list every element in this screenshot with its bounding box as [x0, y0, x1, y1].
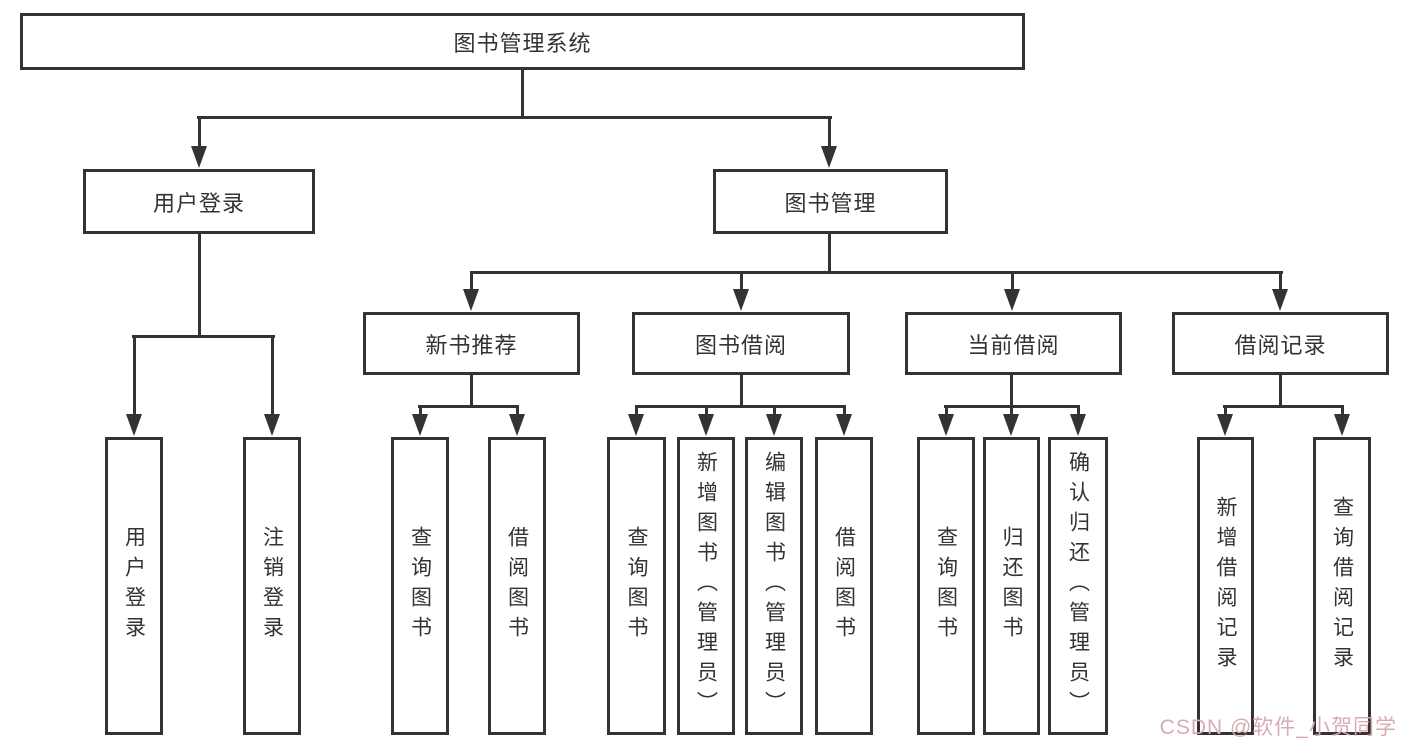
connector-leaf-stem [1341, 405, 1344, 419]
arrowhead-down-icon [463, 289, 479, 311]
connector-leaf-stem [516, 405, 519, 419]
connector-leaf-stem [635, 405, 638, 419]
node-borrow-record: 借阅记录 [1172, 312, 1389, 375]
connector-leaf-stem [271, 335, 274, 415]
leaf-record-query: 查询借阅记录 [1313, 437, 1371, 735]
connector-l3-stem [1011, 271, 1014, 293]
connector-leaf-stem [133, 335, 136, 415]
connector-leaf-stem [705, 405, 708, 419]
connector-userlogin-hline [132, 335, 275, 338]
connector-l3-stem [740, 271, 743, 293]
connector-userlogin-stem [198, 116, 201, 152]
arrowhead-down-icon [628, 414, 644, 436]
arrowhead-down-icon [1334, 414, 1350, 436]
arrowhead-down-icon [264, 414, 280, 436]
leaf-logout: 注销登录 [243, 437, 301, 735]
arrowhead-down-icon [733, 289, 749, 311]
node-new-book-recommend: 新书推荐 [363, 312, 580, 375]
arrowhead-down-icon [412, 414, 428, 436]
leaf-current-return: 归还图书 [983, 437, 1040, 735]
arrowhead-down-icon [766, 414, 782, 436]
leaf-newbook-borrow: 借阅图书 [488, 437, 546, 735]
leaf-borrow-add: 新增图书（管理员） [677, 437, 735, 735]
connector-borrow-hline [635, 405, 846, 408]
connector-current-down [1010, 374, 1013, 407]
connector-newbook-hline [418, 405, 519, 408]
connector-bookmgmt-down [828, 234, 831, 274]
leaf-current-confirm: 确认归还（管理员） [1048, 437, 1108, 735]
leaf-user-login: 用户登录 [105, 437, 163, 735]
leaf-current-query: 查询图书 [917, 437, 975, 735]
arrowhead-down-icon [821, 146, 837, 168]
arrowhead-down-icon [938, 414, 954, 436]
arrowhead-down-icon [1217, 414, 1233, 436]
connector-borrow-down [740, 374, 743, 407]
connector-record-hline [1223, 405, 1344, 408]
connector-leaf-stem [843, 405, 846, 419]
connector-leaf-stem [1077, 405, 1080, 419]
leaf-newbook-query: 查询图书 [391, 437, 449, 735]
arrowhead-down-icon [509, 414, 525, 436]
connector-l3-stem [1279, 271, 1282, 293]
connector-level1-hline [197, 116, 832, 119]
arrowhead-down-icon [1070, 414, 1086, 436]
connector-leaf-stem [945, 405, 948, 419]
connector-bookmgmt-stem [828, 116, 831, 152]
arrowhead-down-icon [1003, 414, 1019, 436]
connector-l3-stem [470, 271, 473, 293]
connector-userlogin-down [198, 234, 201, 336]
arrowhead-down-icon [1272, 289, 1288, 311]
leaf-record-add: 新增借阅记录 [1197, 437, 1254, 735]
leaf-borrow-edit: 编辑图书（管理员） [745, 437, 803, 735]
node-root: 图书管理系统 [20, 13, 1025, 70]
arrowhead-down-icon [1004, 289, 1020, 311]
csdn-watermark: CSDN @软件_小贺同学 [1159, 716, 1397, 739]
node-current-borrow: 当前借阅 [905, 312, 1122, 375]
arrowhead-down-icon [836, 414, 852, 436]
connector-root-stem [521, 70, 524, 118]
arrowhead-down-icon [191, 146, 207, 168]
connector-leaf-stem [1224, 405, 1227, 419]
connector-level3-hline [470, 271, 1283, 274]
connector-leaf-stem [419, 405, 422, 419]
leaf-borrow-query: 查询图书 [607, 437, 666, 735]
arrowhead-down-icon [698, 414, 714, 436]
arrowhead-down-icon [126, 414, 142, 436]
connector-leaf-stem [1010, 405, 1013, 419]
leaf-borrow-borrow: 借阅图书 [815, 437, 873, 735]
connector-newbook-down [470, 374, 473, 407]
node-book-borrow: 图书借阅 [632, 312, 850, 375]
node-book-management: 图书管理 [713, 169, 948, 234]
node-user-login: 用户登录 [83, 169, 315, 234]
connector-leaf-stem [773, 405, 776, 419]
connector-record-down [1279, 374, 1282, 407]
